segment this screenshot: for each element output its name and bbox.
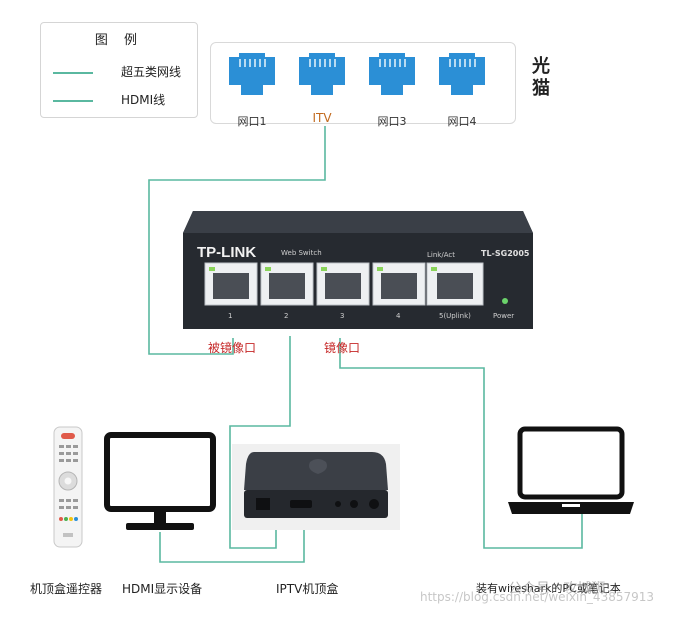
modem-port-label-itv: ITV: [312, 111, 332, 125]
ethernet-port-icon: [229, 53, 275, 95]
laptop-icon: [508, 426, 634, 514]
monitor-icon: [104, 432, 216, 530]
ethernet-port-icon: [299, 53, 345, 95]
mirror-port-label: 镜像口: [324, 341, 361, 355]
iptv-box-icon: [232, 444, 400, 530]
cable-itv-to-port1: [148, 126, 326, 355]
switch-ports: [204, 262, 484, 306]
cable-port2-to-iptv: [229, 336, 291, 549]
laptop-label: 装有wireshark的PC或笔记本: [476, 582, 621, 595]
ethernet-port-icon: [439, 53, 485, 95]
switch-subtitle: Web Switch: [281, 249, 322, 257]
switch-brand: TP-LINK: [197, 244, 257, 261]
watermark-url: https://blog.csdn.net/weixin_43857913: [420, 590, 655, 604]
legend-item-cat5: 超五类网线: [53, 63, 181, 80]
switch-port-number: 5(Uplink): [439, 312, 471, 320]
modem-port-label: 网口3: [377, 115, 407, 128]
modem-port-label: 网口4: [447, 115, 477, 128]
legend-item-hdmi: HDMI线: [53, 91, 165, 108]
switch-power-label: Power: [493, 312, 515, 320]
iptv-box-label: IPTV机顶盒: [276, 582, 339, 596]
switch-port-number: 1: [228, 312, 233, 320]
hdmi-display-label: HDMI显示设备: [122, 582, 203, 596]
optical-modem: 网口1 ITV 网口3 网口4: [210, 42, 516, 128]
legend-line-icon: [53, 99, 93, 102]
modem-port-label: 网口1: [237, 115, 267, 128]
cable-port3-to-laptop: [339, 338, 583, 549]
remote-label: 机顶盒遥控器: [30, 582, 103, 596]
legend-line-icon: [53, 71, 93, 74]
network-switch: TP-LINK Web Switch Link/Act TL-SG2005 1 …: [183, 211, 533, 331]
switch-port-number: 2: [284, 312, 289, 320]
legend: 图 例 超五类网线 HDMI线: [40, 22, 198, 118]
ethernet-port-icon: [369, 53, 415, 95]
switch-port-number: 3: [340, 312, 345, 320]
modem-title: 光猫: [532, 56, 550, 99]
cable-hdmi: [159, 520, 305, 563]
legend-title: 图 例: [94, 33, 144, 48]
switch-port-number: 4: [396, 312, 401, 320]
power-led-icon: [502, 298, 508, 304]
switch-linkact: Link/Act: [427, 251, 455, 259]
switch-model: TL-SG2005: [481, 249, 530, 258]
remote-control-icon: [53, 426, 83, 548]
watermark-account: 公众号 · 攻城狮: [508, 581, 606, 597]
mirrored-port-label: 被镜像口: [208, 341, 257, 355]
